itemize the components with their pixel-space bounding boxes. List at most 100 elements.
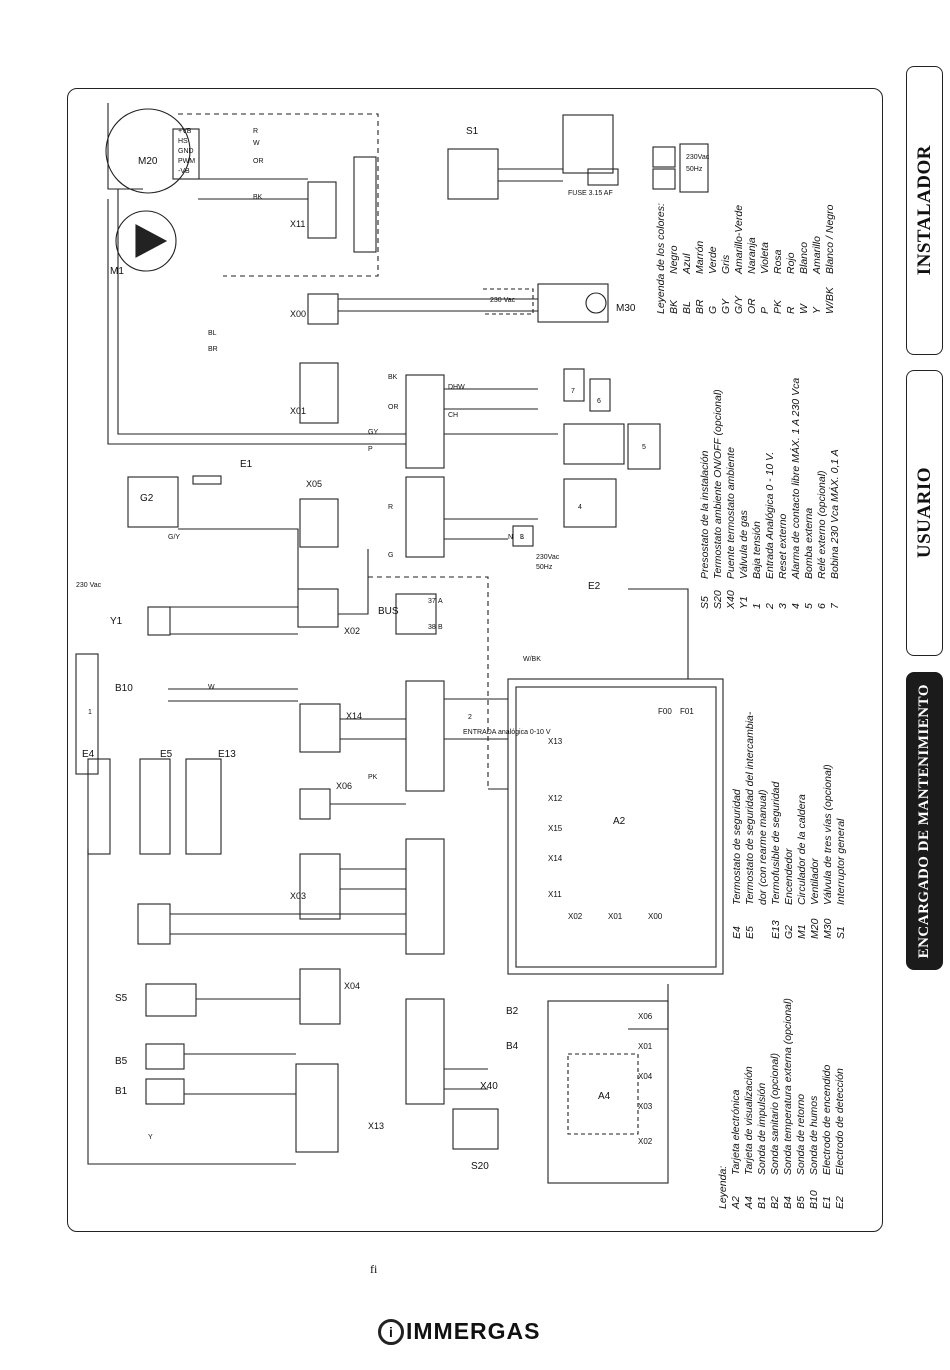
valve-coil-voltage: 230 Vac: [490, 297, 516, 304]
gas-valve-y1: [147, 606, 171, 636]
color-p-desc: Violeta: [759, 242, 771, 274]
color-bl-desc: Azul: [681, 253, 693, 275]
color-or-code: OR: [746, 298, 758, 314]
wire-label-bl: BL: [208, 330, 217, 337]
igniter-g2: [127, 476, 179, 528]
wire-label-or: OR: [388, 404, 399, 411]
color-bk-code: BK: [668, 299, 680, 314]
legend-y1-code: Y1: [738, 596, 750, 609]
legend-e2-desc: Electrodo de detección: [834, 1068, 846, 1175]
terminal-dhw: DHW: [448, 384, 465, 391]
legend-b4-desc: Sonda temperatura externa (opcional): [782, 998, 794, 1175]
label-m30: M30: [616, 303, 636, 314]
label-m20: M20: [138, 156, 158, 167]
mains-voltage: 230Vac: [686, 154, 710, 161]
connector-label-x06: X06: [336, 781, 352, 791]
legend-e13-desc: Termofusible de seguridad: [770, 780, 782, 905]
display-label-x01: X01: [638, 1042, 653, 1051]
label-b1: B1: [115, 1086, 128, 1097]
color-y-desc: Amarillo: [811, 236, 823, 275]
legend-y1-desc: Válvula de gas: [738, 509, 750, 579]
legend-e5-desc: Termostato de seguridad del intercambia-: [744, 711, 756, 905]
label-m1: M1: [110, 266, 124, 277]
legend-m30-desc: Válvula de tres vías (opcional): [822, 764, 834, 905]
legend-s5-code: S5: [699, 596, 711, 609]
ext-mains-voltage: 230Vac: [536, 554, 560, 561]
legend-3-code: 3: [777, 603, 789, 609]
legend-s1-code: S1: [835, 926, 847, 939]
color-y-code: Y: [811, 306, 823, 314]
wiring-diagram-frame: M20 M1 S1 M30 E1 G2 Y1 B10 E4 E5 E13 S5 …: [67, 88, 883, 1232]
label-a2: A2: [613, 816, 626, 827]
board-label-x14: X14: [548, 854, 563, 863]
valve-m30-symbol: [537, 283, 609, 323]
legend-3-desc: Reset externo: [777, 513, 789, 579]
legend-s20-desc: Termostato ambiente ON/OFF (opcional): [712, 389, 724, 579]
color-w-desc: Blanco: [798, 242, 810, 274]
color-r-desc: Rojo: [785, 252, 797, 274]
board-label-x15: X15: [548, 824, 563, 833]
fan-pin-vb-minus: -VB: [178, 168, 190, 175]
fan-pin-gnd: GND: [178, 148, 194, 155]
legend-b4-code: B4: [782, 1196, 794, 1209]
tab-user[interactable]: USUARIO: [906, 370, 943, 656]
fan-pin-vb-plus: +VB: [178, 128, 192, 135]
legend-b10-desc: Sonda de humos: [808, 1095, 820, 1175]
connector-label-x11: X11: [290, 219, 305, 229]
bus-terminal-a: A: [438, 598, 443, 605]
brand-logo: i IMMERGAS: [378, 1318, 541, 1345]
ext-neutral: N: [508, 534, 513, 541]
fuse-label: FUSE 3.15 AF: [568, 190, 613, 197]
wire-label-w: W: [208, 684, 215, 691]
tab-maintenance[interactable]: ENCARGADO DE MANTENIMIENTO: [906, 672, 943, 970]
color-br-desc: Marrón: [694, 241, 706, 274]
label-e2: E2: [588, 581, 601, 592]
color-wbk-code: W/BK: [824, 286, 836, 314]
legend-b10-code: B10: [808, 1190, 820, 1209]
legend-s20-code: S20: [712, 590, 724, 609]
label-b5: B5: [115, 1056, 128, 1067]
board-label-x01: X01: [608, 912, 623, 921]
legend-e4-code: E4: [731, 926, 743, 939]
wire-label-r: R: [388, 504, 393, 511]
wire-label-gy-earth: G/Y: [168, 534, 180, 541]
label-g2: G2: [140, 493, 154, 504]
legend-s5-desc: Presostato de la instalación: [699, 450, 711, 579]
bus-terminal-b: B: [438, 624, 443, 631]
color-pk-code: PK: [772, 299, 784, 314]
legend-6-desc: Relé externo (opcional): [816, 470, 828, 579]
gas-valve-voltage: 230 Vac: [76, 582, 102, 589]
connector-label-x01: X01: [290, 406, 306, 416]
bus-terminal-37: 37: [428, 598, 436, 605]
wire-label-y: Y: [148, 1134, 153, 1141]
legend-colors-title: Leyenda de los colores:: [655, 203, 667, 314]
tab-installer-label: INSTALADOR: [913, 145, 935, 276]
note-marker-7: 7: [571, 388, 575, 395]
label-e13: E13: [218, 749, 236, 760]
tab-installer[interactable]: INSTALADOR: [906, 66, 943, 355]
label-s20: S20: [471, 1161, 489, 1172]
connector-label-x02: X02: [344, 626, 360, 636]
fan-wire-r: R: [253, 128, 258, 135]
fan-wire-bk: BK: [253, 194, 263, 201]
note-marker-3: 3: [520, 534, 524, 541]
wire-label-pk: PK: [368, 774, 378, 781]
legend-b5-desc: Sonda de retorno: [795, 1094, 807, 1175]
color-p-code: P: [759, 307, 771, 314]
color-w-code: W: [798, 303, 810, 314]
color-r-code: R: [785, 306, 797, 314]
color-bk-desc: Negro: [668, 245, 680, 274]
color-g-code: G: [707, 306, 719, 314]
legend-m20-code: M20: [809, 918, 821, 939]
ext-mains-frequency: 50Hz: [536, 564, 553, 571]
note-marker-6: 6: [597, 398, 601, 405]
tab-maintenance-label: ENCARGADO DE MANTENIMIENTO: [916, 683, 932, 959]
legend-e4-desc: Termostato de seguridad: [731, 788, 743, 905]
mains-frequency: 50Hz: [686, 166, 703, 173]
legend-m1-code: M1: [796, 924, 808, 939]
legend-e13-code: E13: [770, 920, 782, 939]
main-switch: [447, 148, 499, 200]
legend-a4-code: A4: [743, 1196, 755, 1210]
legend-b5-code: B5: [795, 1196, 807, 1209]
legend-7-code: 7: [829, 602, 841, 609]
